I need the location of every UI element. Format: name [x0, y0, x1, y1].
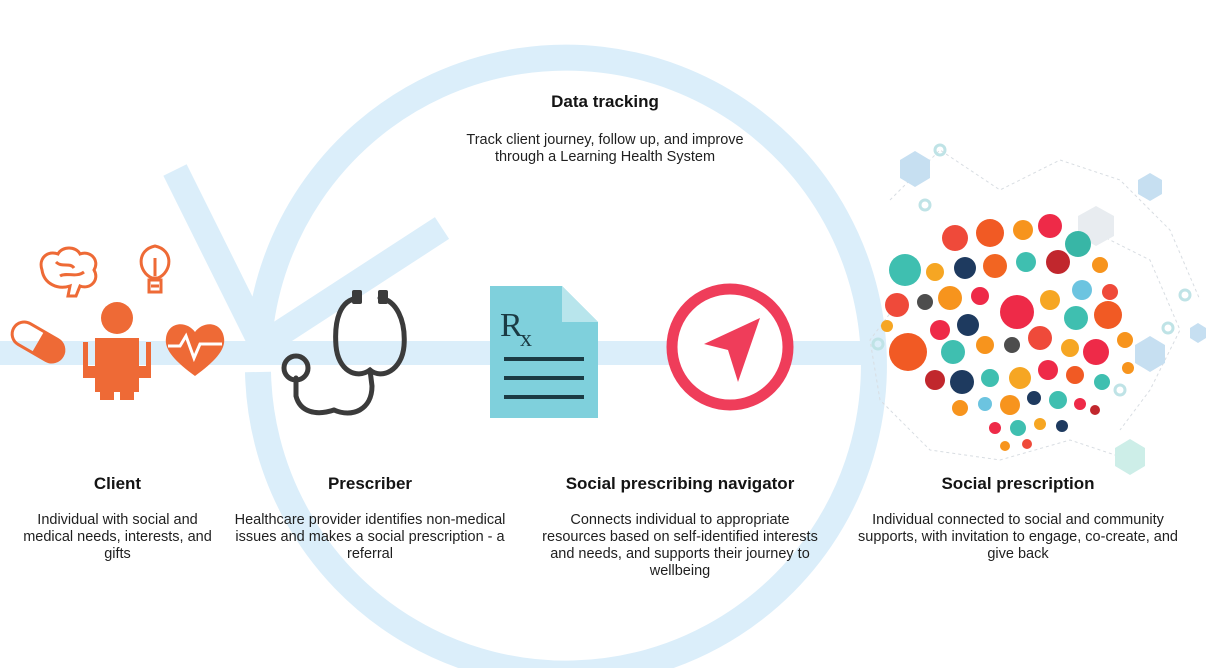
colorful-brain-network-icon	[869, 143, 1206, 475]
step-title: Client	[93, 474, 142, 493]
step-title: Social prescribing navigator	[565, 474, 795, 493]
cycle-ring	[245, 44, 887, 668]
step-title: Social prescription	[941, 474, 1095, 493]
step-prescriber: Prescriber Healthcare provider identifie…	[232, 474, 508, 563]
heart-icon	[165, 324, 225, 376]
arrowhead	[163, 164, 450, 356]
step-navigator: Social prescribing navigator Connects in…	[540, 474, 820, 580]
pill-icon	[10, 320, 66, 364]
data-tracking-description: Track client journey, follow up, and imp…	[466, 132, 744, 165]
svg-text:R: R	[500, 307, 523, 344]
step-description: Individual connected to social and commu…	[858, 512, 1178, 562]
step-client: Client Individual with social and medica…	[20, 474, 215, 563]
client-icon	[10, 244, 225, 400]
compass-arrow-icon	[666, 283, 794, 411]
step-social-prescription: Social prescription Individual connected…	[848, 474, 1188, 563]
brain-icon	[39, 246, 98, 298]
lightbulb-icon	[139, 244, 171, 294]
step-description: Connects individual to appropriate resou…	[542, 512, 818, 579]
step-description: Individual with social and medical needs…	[23, 512, 212, 562]
data-tracking-title: Data tracking	[551, 92, 659, 111]
step-description: Healthcare provider identifies non-medic…	[234, 512, 506, 562]
step-title: Prescriber	[327, 474, 413, 493]
svg-text:x: x	[520, 326, 532, 352]
data-tracking-label: Data tracking Track client journey, foll…	[450, 92, 760, 166]
rx-document-icon: R x	[490, 286, 598, 418]
stethoscope-icon	[281, 290, 407, 416]
